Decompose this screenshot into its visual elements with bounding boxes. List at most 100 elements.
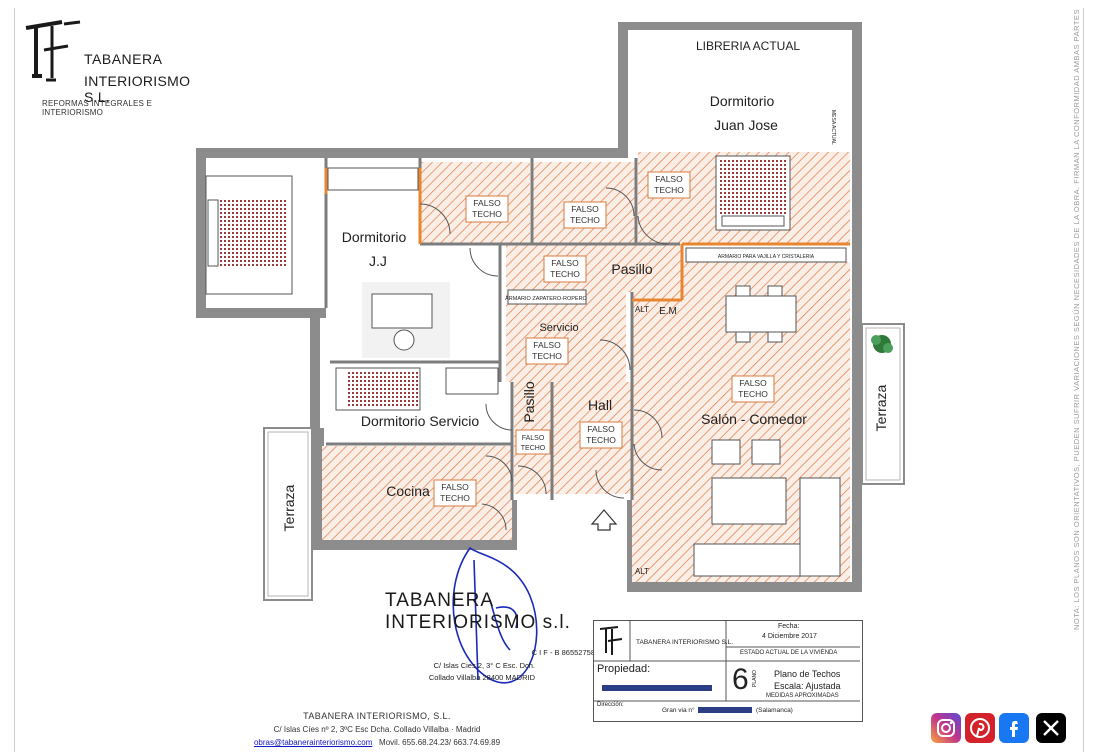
svg-text:FALSO: FALSO — [522, 435, 545, 442]
bed-jj — [205, 175, 293, 295]
label-terraza-left: Terraza — [281, 484, 297, 531]
label-terraza-right: Terraza — [873, 384, 889, 431]
vertical-disclaimer: NOTA: LOS PLANOS SON ORIENTATIVOS, PUEDE… — [1072, 9, 1081, 630]
bed-servicio — [335, 367, 421, 411]
svg-text:FALSO: FALSO — [655, 174, 683, 184]
label-hall: Hall — [588, 397, 612, 413]
tb-fecha: 4 Diciembre 2017 — [762, 633, 817, 640]
label-dormitorio-jj-1: Dormitorio — [342, 229, 407, 245]
footer-company: TABANERA INTERIORISMO, S.L. — [303, 711, 451, 721]
label-dormitorio-juan-2: Juan Jose — [714, 117, 778, 133]
title-block: TABANERA INTERIORISMO S.L. Fecha: 4 Dici… — [593, 620, 863, 722]
desk-jj — [362, 282, 450, 358]
company-logo: TABANERA INTERIORISMO S.L. REFORMAS INTE… — [24, 18, 204, 117]
footer-phone: Movil. 655.68.24.23/ 663.74.69.89 — [379, 738, 501, 747]
footer-email-link[interactable]: obras@tabanerainteriorismo.com — [253, 738, 373, 747]
footer: TABANERA INTERIORISMO, S.L. C/ Islas Cíe… — [222, 710, 532, 749]
label-pasillo-mid: Pasillo — [521, 381, 537, 422]
company-name-line2: INTERIORISMO S.L. — [84, 73, 191, 105]
label-cocina: Cocina — [386, 483, 430, 499]
stamp-city: Collado Villalba 28400 MADRID — [428, 673, 535, 682]
label-salon-comedor: Salón - Comedor — [701, 411, 807, 427]
stamp-cif: C I F - B 86552758 — [531, 648, 595, 657]
label-dormitorio-servicio: Dormitorio Servicio — [361, 413, 479, 429]
label-mesa-actual: MESA ACTUAL — [830, 110, 836, 145]
tb-plano-title: Plano de Techos — [774, 669, 841, 679]
tb-plano-number: 6 — [732, 663, 749, 696]
tb-estado: ESTADO ACTUAL DE LA VIVIENDA — [740, 650, 838, 656]
svg-text:TECHO: TECHO — [472, 209, 502, 219]
label-armario-vajilla: ARMARIO PARA VAJILLA Y CRISTALERIA — [718, 254, 815, 260]
tb-propiedad-label: Propiedad: — [597, 663, 651, 675]
svg-text:TECHO: TECHO — [570, 215, 600, 225]
instagram-icon[interactable] — [931, 713, 961, 743]
plant-icon — [871, 335, 893, 353]
svg-text:TECHO: TECHO — [440, 493, 470, 503]
svg-text:FALSO: FALSO — [551, 258, 579, 268]
svg-text:TECHO: TECHO — [738, 389, 768, 399]
x-icon[interactable] — [1036, 713, 1066, 743]
door-swings — [419, 187, 669, 531]
company-stamp: TABANERA INTERIORISMO s.l. C I F - B 865… — [385, 590, 625, 682]
company-tagline: REFORMAS INTEGRALES E INTERIORISMO — [42, 99, 152, 117]
label-dormitorio-jj-2: J.J — [369, 253, 387, 269]
svg-text:TECHO: TECHO — [532, 351, 562, 361]
svg-text:FALSO: FALSO — [533, 340, 561, 350]
company-name-line1: TABANERA — [84, 51, 163, 67]
tf-logo-icon — [25, 20, 81, 82]
svg-text:FALSO: FALSO — [473, 198, 501, 208]
stamp-address: C/ Islas Cies 2, 3° C Esc. Dch. — [433, 661, 535, 670]
tb-fecha-label: Fecha: — [778, 623, 800, 630]
tb-medidas: MEDIDAS APROXIMADAS — [766, 693, 839, 699]
stamp-company-name: TABANERA INTERIORISMO s.l. — [385, 590, 571, 633]
pinterest-icon[interactable] — [965, 713, 995, 743]
svg-text:FALSO: FALSO — [571, 204, 599, 214]
label-dormitorio-juan-1: Dormitorio — [710, 93, 775, 109]
label-libreria: LIBRERIA ACTUAL — [696, 39, 800, 53]
title-block-grid — [594, 621, 860, 713]
tb-direccion-value: Gran via n° — [662, 707, 695, 714]
label-alt-bottom: ALT — [635, 567, 649, 576]
living-sofas — [693, 439, 841, 577]
terraza-left — [263, 427, 313, 601]
tb-direccion-suffix: (Salamanca) — [756, 707, 793, 714]
dining-table — [725, 285, 797, 343]
tb-direccion-label: Dirección: — [597, 702, 624, 708]
entrance-arrow-icon — [590, 509, 618, 531]
label-pasillo-top: Pasillo — [611, 261, 652, 277]
handwritten-signature — [452, 546, 538, 684]
bed-juan-jose — [715, 155, 791, 231]
wardrobes — [327, 167, 847, 395]
orange-accent-lines — [324, 168, 850, 302]
label-alt-top: ALT — [635, 305, 649, 314]
svg-text:TECHO: TECHO — [550, 269, 580, 279]
svg-text:TECHO: TECHO — [654, 185, 684, 195]
svg-text:FALSO: FALSO — [587, 424, 615, 434]
svg-text:FALSO: FALSO — [739, 378, 767, 388]
footer-address: C/ Islas Cíes nº 2, 3ºC Esc Dcha. Collad… — [273, 725, 481, 734]
tb-company: TABANERA INTERIORISMO S.L. — [636, 639, 734, 646]
label-servicio: Servicio — [539, 322, 578, 334]
exterior-walls — [196, 22, 862, 592]
page-frame — [14, 8, 1084, 752]
falso-techo-box: FALSO TECHO — [515, 429, 551, 455]
svg-text:TECHO: TECHO — [586, 435, 616, 445]
tb-escala: Escala: Ajustada — [774, 681, 841, 691]
svg-text:FALSO: FALSO — [441, 482, 469, 492]
tb-plano-word: PLANO — [752, 670, 758, 687]
label-armario-zapatero: ARMARIO ZAPATERO-ROPERO — [505, 296, 587, 302]
facebook-icon[interactable] — [999, 713, 1029, 743]
svg-text:TECHO: TECHO — [521, 445, 546, 452]
label-em: E.M — [659, 306, 677, 317]
